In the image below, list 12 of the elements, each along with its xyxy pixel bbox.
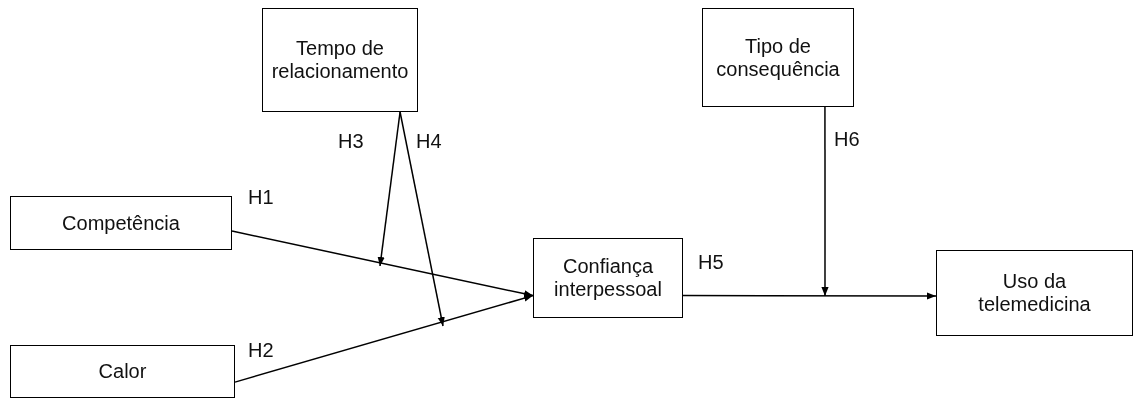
variable-box: Tempo de relacionamento (262, 8, 418, 112)
arrow (821, 106, 829, 297)
arrow (234, 294, 534, 383)
arrow (682, 292, 937, 300)
variable-box: Calor (10, 345, 235, 398)
variable-box: Uso da telemedicina (936, 250, 1133, 336)
variable-box: Confiança interpessoal (533, 238, 683, 318)
arrow (377, 111, 401, 267)
variable-box: Tipo de consequência (702, 8, 854, 107)
arrow (399, 111, 445, 327)
variable-box: Competência (10, 196, 232, 250)
arrow (231, 230, 534, 298)
